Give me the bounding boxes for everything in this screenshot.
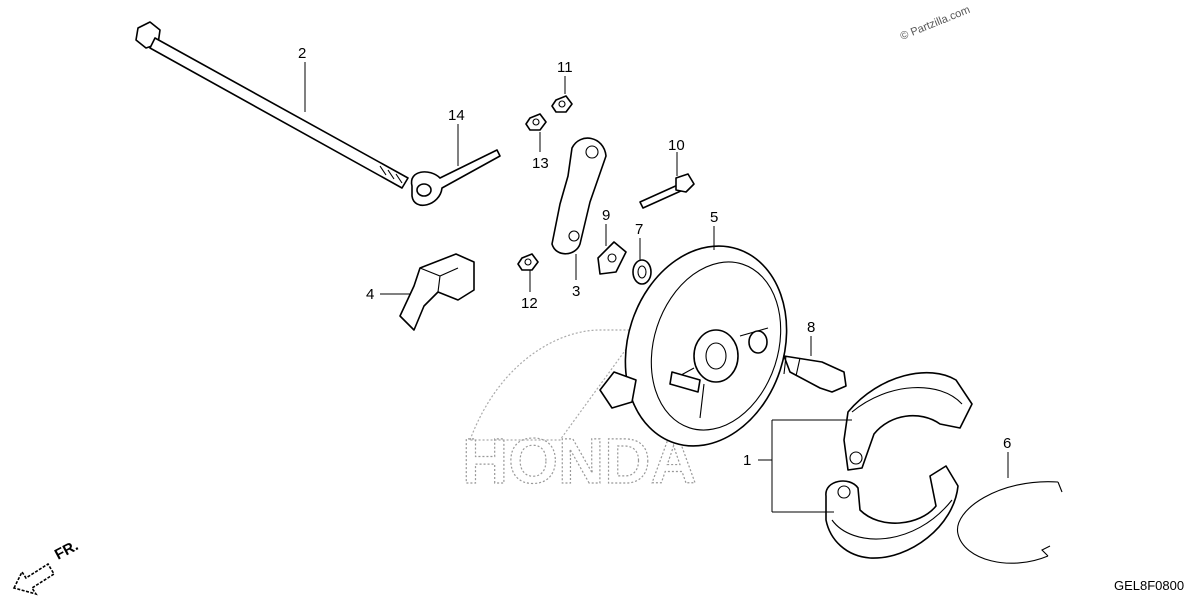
callout-14: 14: [448, 107, 465, 124]
brake-shoe-upper-part: [843, 371, 973, 471]
callout-12: 12: [521, 295, 538, 312]
nut-12-part: [517, 253, 539, 271]
wear-indicator-plate-part: [597, 241, 627, 275]
callout-5: 5: [710, 209, 718, 226]
callout-11: 11: [557, 59, 573, 76]
chain-adjuster-part: [410, 149, 501, 207]
direction-label: FR.: [52, 537, 81, 563]
callout-1: 1: [743, 452, 751, 469]
callout-7: 7: [635, 221, 643, 238]
flange-bolt-part: [639, 173, 695, 209]
cable-bracket-part: [399, 253, 475, 331]
copyright-text: © Partzilla.com: [899, 4, 972, 43]
nut-11-part: [551, 95, 573, 113]
shoe-spring-part: [957, 481, 1063, 564]
leader-lines: [304, 62, 1009, 513]
brake-shoe-lower-part: [825, 465, 959, 559]
callout-labels: 2 14 11 13 10 9 7 5 3 12 4 8 6 1: [298, 45, 1011, 469]
axle-part: [135, 21, 409, 189]
callout-10: 10: [668, 137, 685, 154]
watermark-text: HONDA: [462, 425, 697, 497]
brake-arm-part: [551, 137, 607, 255]
callout-2: 2: [298, 45, 306, 62]
diagram-code: GEL8F0800: [1114, 578, 1184, 593]
nut-13-part: [525, 113, 547, 131]
brake-cam-part: [783, 355, 847, 393]
callout-3: 3: [572, 283, 580, 300]
callout-6: 6: [1003, 435, 1011, 452]
callout-13: 13: [532, 155, 549, 172]
wave-washer-part: [632, 259, 652, 285]
callout-4: 4: [366, 286, 374, 303]
honda-watermark: HONDA: [461, 329, 697, 498]
callout-9: 9: [602, 207, 610, 224]
brake-panel-part: [599, 245, 788, 447]
callout-8: 8: [807, 319, 815, 336]
front-direction-arrow: FR.: [12, 537, 81, 596]
